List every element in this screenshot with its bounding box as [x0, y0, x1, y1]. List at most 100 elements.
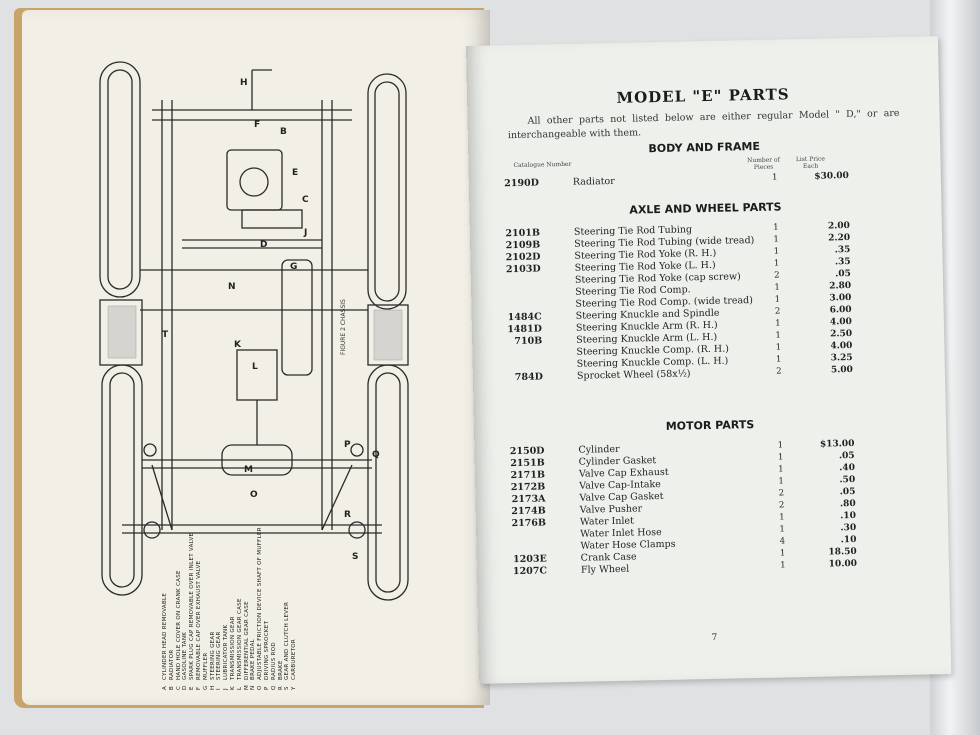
part-desc: Valve Pusher	[579, 503, 643, 516]
part-price: .30	[840, 522, 857, 534]
part-cat: 1203E	[512, 553, 547, 566]
legend-label: Driving Sprocket	[263, 620, 270, 680]
figure-caption: FIGURE 2 CHASSIS	[340, 299, 347, 355]
part-qty: 2	[778, 488, 785, 499]
part-price: $30.00	[814, 171, 849, 182]
legend-label: Steering Gear	[209, 631, 216, 680]
part-price: 6.00	[829, 304, 852, 316]
part-cat: 2174B	[511, 505, 546, 518]
rear-right-wheel	[367, 364, 409, 601]
legend-key: O	[257, 685, 264, 690]
part-qty: 2	[774, 270, 780, 281]
legend-label: Transmission Gear	[229, 616, 236, 680]
diagram-label: E	[292, 168, 299, 178]
part-qty: 1	[773, 222, 779, 233]
part-qty: 1	[778, 476, 784, 487]
part-qty: 2	[778, 500, 785, 511]
part-desc: Valve Cap-Intake	[579, 479, 661, 492]
part-qty: 1	[779, 548, 786, 559]
part-qty: 1	[774, 282, 780, 293]
legend-item: C Hand Hole Cover on Crank Case	[176, 527, 183, 690]
part-cat: 2109B	[505, 239, 541, 252]
legend-label: Brake Pedal	[250, 638, 257, 680]
part-cat: 2173A	[511, 493, 546, 506]
legend-label: Hand Hole Cover on Crank Case	[175, 570, 182, 680]
part-cat: 1481D	[507, 323, 543, 336]
part-cat: 710B	[514, 335, 543, 348]
legend-key: M	[243, 684, 250, 690]
section-heading: MOTOR PARTS	[665, 418, 755, 433]
part-qty: 1	[775, 318, 781, 329]
part-desc: Valve Cap Gasket	[579, 490, 664, 504]
part-desc: Valve Cap Exhaust	[578, 466, 669, 480]
diagram-label: P	[344, 440, 351, 450]
part-price: 2.80	[829, 280, 852, 292]
part-price: .10	[840, 534, 857, 546]
part-price: 18.50	[828, 546, 857, 558]
legend-item: ACylinder Head Removable	[162, 527, 169, 690]
part-qty: 1	[773, 258, 780, 269]
legend-item: FRemovable Cap Over Exhaust Valve	[196, 527, 203, 690]
legend-label: Gasoline Tank	[182, 631, 189, 680]
part-cat: 2172B	[510, 481, 546, 494]
legend-key: B	[168, 685, 175, 690]
legend-label: Spark Plug Cap Removable Over Inlet Valv…	[189, 532, 196, 680]
chassis-diagram	[99, 61, 409, 601]
diagram-label: S	[352, 552, 359, 562]
legend-item: D Gasoline Tank	[182, 527, 189, 690]
legend-item: HSteering Gear	[210, 527, 217, 690]
front-left-wheel	[99, 61, 141, 298]
page-title: MODEL "E" PARTS	[616, 85, 790, 107]
part-qty: 1	[772, 172, 778, 183]
part-qty: 4	[779, 536, 786, 547]
part-price: .05	[838, 450, 855, 462]
part-price: .35	[834, 244, 851, 256]
legend-label: Cylinder Head Removable	[162, 592, 168, 680]
part-qty: 1	[775, 342, 782, 353]
legend-key: C	[175, 685, 182, 690]
diagram-label: C	[302, 195, 309, 205]
part-qty: 1	[777, 452, 784, 463]
part-price: .10	[840, 510, 857, 522]
part-qty: 1	[777, 440, 784, 451]
front-right-wheel	[367, 73, 407, 310]
legend-item: SGear And Clutch Lever	[284, 527, 291, 690]
part-price: .40	[839, 462, 856, 474]
part-cat: 2103D	[505, 263, 541, 276]
part-cat: 2102D	[505, 251, 541, 264]
legend-item: ESpark Plug Cap Removable Over Inlet Val…	[189, 527, 196, 690]
part-qty: 1	[775, 330, 781, 341]
diagram-label: K	[234, 340, 241, 350]
part-price: .05	[839, 486, 856, 498]
diagram-label: Q	[372, 450, 380, 460]
legend-label: Lubricator Tank	[223, 624, 230, 680]
legend-key: K	[229, 686, 236, 690]
part-qty: 1	[773, 246, 780, 257]
part-qty: 1	[779, 524, 786, 535]
legend-key: I	[216, 688, 223, 690]
diagram-label: D	[260, 240, 268, 250]
part-price: 2.00	[827, 221, 850, 232]
legend-item: JLubricator Tank	[223, 527, 230, 690]
legend-label: Adjustable Friction Device Shaft Of Muff…	[257, 527, 264, 680]
legend-label: Transmission Gear Case	[236, 598, 243, 680]
part-cat: 2190D	[504, 177, 540, 190]
part-cat: 784D	[514, 371, 544, 384]
part-desc: Water Inlet	[579, 515, 635, 528]
diagram-label: F	[254, 120, 261, 130]
diagram-label: B	[280, 127, 287, 137]
part-qty: 1	[773, 234, 779, 245]
part-price: 4.00	[829, 316, 852, 328]
right-page: MODEL "E" PARTS All other parts not list…	[466, 36, 952, 684]
rear-left-wheel	[101, 364, 143, 596]
part-cat: 2101B	[505, 227, 541, 240]
part-price: 2.50	[830, 328, 853, 340]
part-price: 5.00	[830, 364, 853, 376]
section-heading: AXLE AND WHEEL PARTS	[629, 200, 782, 217]
part-price: .50	[839, 474, 856, 486]
legend-label: Radiator	[168, 649, 175, 680]
column-header-price: List Price Each	[795, 155, 826, 170]
legend-key: D	[182, 685, 189, 690]
